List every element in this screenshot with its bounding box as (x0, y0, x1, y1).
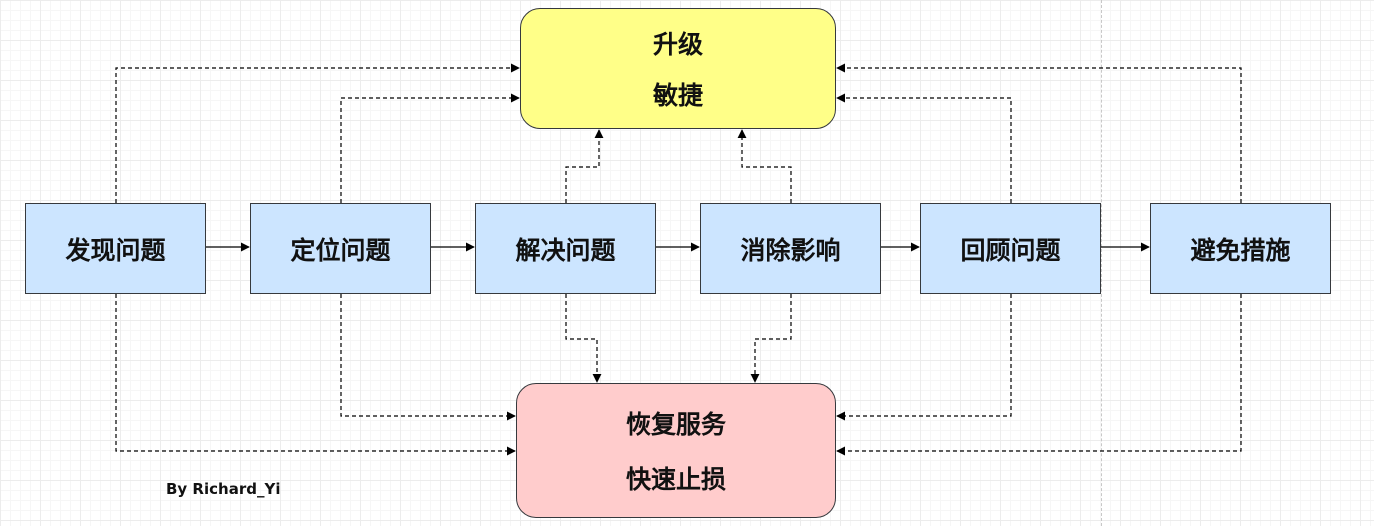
dashed-connector-find-to-upgrade[interactable] (115, 63, 520, 203)
dashed-connector-solve-to-restore[interactable] (565, 294, 602, 383)
page-boundary-line (1101, 0, 1102, 526)
step-prevention-measures[interactable]: 避免措施 (1150, 203, 1331, 294)
step-solve-problem[interactable]: 解决问题 (475, 203, 656, 294)
dashed-connector-find-to-restore[interactable] (115, 294, 516, 456)
step-review-problem-label: 回顾问题 (960, 235, 1061, 265)
upgrade-label: 升级 (652, 29, 703, 59)
restore-service-box[interactable]: 恢复服务 快速止损 (516, 383, 836, 518)
step-locate-problem-label: 定位问题 (290, 235, 391, 265)
step-eliminate-impact-label: 消除影响 (740, 235, 841, 265)
step-solve-problem-label: 解决问题 (515, 235, 616, 265)
dashed-connector-eliminate-to-restore[interactable] (750, 294, 792, 383)
step-find-problem-label: 发现问题 (65, 235, 166, 265)
dashed-connector-review-to-restore[interactable] (836, 294, 1012, 421)
author-credit: By Richard_Yi (166, 480, 281, 498)
step-prevention-measures-label: 避免措施 (1190, 235, 1291, 265)
step-eliminate-impact[interactable]: 消除影响 (700, 203, 881, 294)
stop-loss-label: 快速止损 (625, 464, 726, 494)
dashed-connector-prevent-to-upgrade[interactable] (836, 63, 1242, 203)
dashed-connector-review-to-upgrade[interactable] (836, 93, 1012, 203)
step-review-problem[interactable]: 回顾问题 (920, 203, 1101, 294)
step-locate-problem[interactable]: 定位问题 (250, 203, 431, 294)
restore-service-label: 恢复服务 (625, 410, 726, 440)
dashed-connector-eliminate-to-upgrade[interactable] (737, 129, 792, 203)
dashed-connector-locate-to-restore[interactable] (340, 294, 516, 421)
dashed-connector-solve-to-upgrade[interactable] (565, 129, 604, 203)
agile-label: 敏捷 (652, 81, 703, 111)
dashed-connector-locate-to-upgrade[interactable] (340, 93, 520, 203)
dashed-connector-prevent-to-restore[interactable] (836, 294, 1242, 456)
step-find-problem[interactable]: 发现问题 (25, 203, 206, 294)
upgrade-agile-box[interactable]: 升级 敏捷 (520, 8, 836, 129)
